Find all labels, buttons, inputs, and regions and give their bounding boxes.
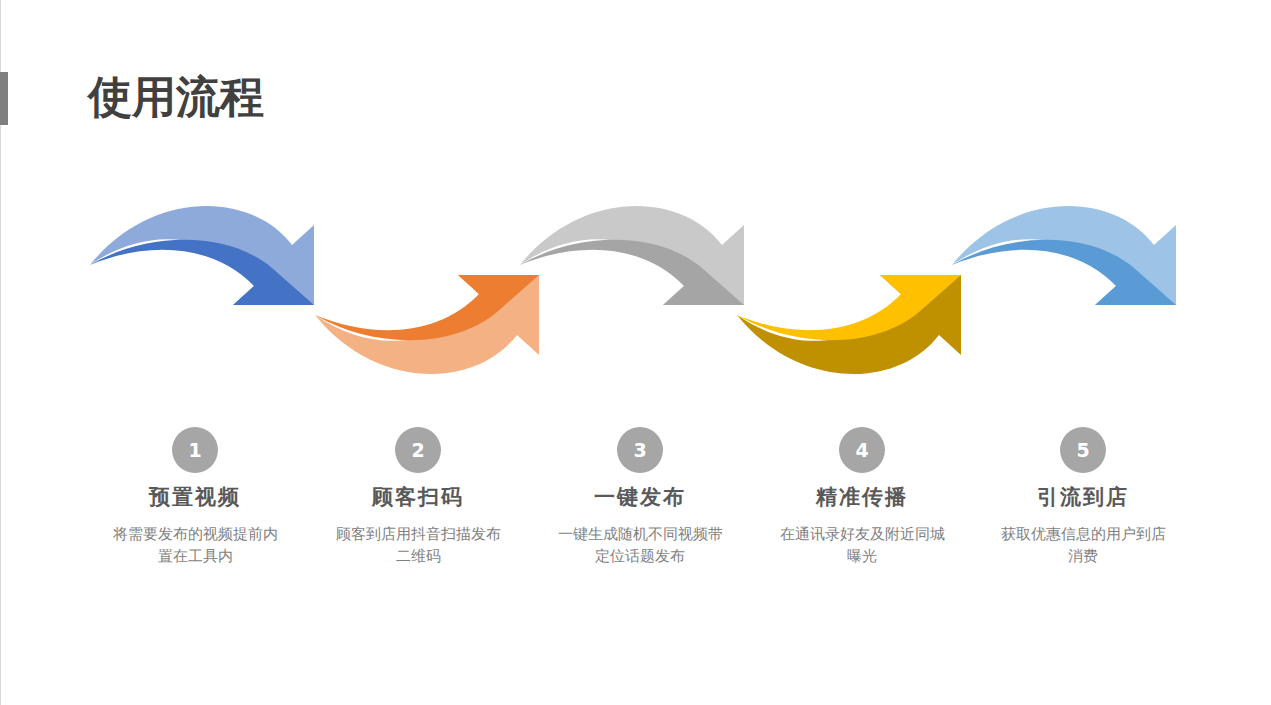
step-heading: 引流到店 (1037, 483, 1129, 511)
step-heading: 一键发布 (594, 483, 686, 511)
slide-title: 使用流程 (88, 68, 264, 126)
step-heading: 顾客扫码 (372, 483, 464, 511)
title-bar (0, 72, 8, 125)
lightblue-arrow (952, 206, 1176, 305)
step-description: 将需要发布的视频提前内置在工具内 (111, 523, 279, 567)
blue-arrow (90, 206, 314, 305)
process-step: 2 顾客扫码顾客到店用抖音扫描发布二维码 (318, 427, 518, 567)
step-heading: 精准传播 (816, 483, 908, 511)
process-step: 5 引流到店获取优惠信息的用户到店消费 (983, 427, 1183, 567)
step-number: 1 (172, 427, 218, 473)
yellow-arrow (737, 275, 961, 374)
process-step: 4 精准传播在通讯录好友及附近同城曝光 (762, 427, 962, 567)
step-description: 获取优惠信息的用户到店消费 (999, 523, 1167, 567)
step-number: 4 (839, 427, 885, 473)
orange-arrow (315, 275, 539, 374)
process-step: 3 一键发布一键生成随机不同视频带定位话题发布 (540, 427, 740, 567)
step-description: 一键生成随机不同视频带定位话题发布 (556, 523, 724, 567)
step-heading: 预置视频 (149, 483, 241, 511)
step-number: 5 (1060, 427, 1106, 473)
step-number: 2 (395, 427, 441, 473)
grey-arrow (520, 206, 744, 305)
step-description: 在通讯录好友及附近同城曝光 (778, 523, 946, 567)
step-description: 顾客到店用抖音扫描发布二维码 (334, 523, 502, 567)
step-number: 3 (617, 427, 663, 473)
process-step: 1 预置视频将需要发布的视频提前内置在工具内 (95, 427, 295, 567)
